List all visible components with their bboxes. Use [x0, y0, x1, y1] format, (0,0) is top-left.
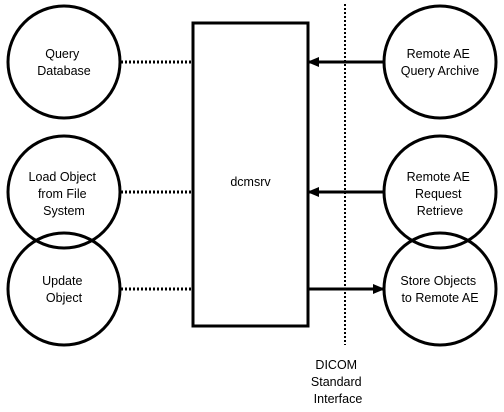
dicom-interface-label: DICOM Standard Interface — [311, 358, 365, 406]
dcmsrv-label: dcmsrv — [230, 175, 271, 189]
remote-ae-request-retrieve-node — [382, 134, 498, 250]
load-object-label: Load Object from File System — [29, 170, 100, 218]
query-database-node — [6, 4, 122, 120]
update-object-label: Update Object — [42, 274, 86, 305]
dcmsrv-box — [191, 21, 310, 328]
store-objects-node — [382, 231, 498, 347]
remote-ae-query-archive-label: Remote AE Query Archive — [401, 47, 480, 78]
remote-ae-query-archive-node — [382, 4, 498, 120]
load-object-node — [6, 134, 122, 250]
remote-ae-request-retrieve-label: Remote AE Request Retrieve — [407, 170, 474, 218]
store-objects-label: Store Objects to Remote AE — [400, 274, 479, 305]
query-database-label: Query Database — [37, 47, 91, 78]
update-object-node — [6, 231, 122, 347]
